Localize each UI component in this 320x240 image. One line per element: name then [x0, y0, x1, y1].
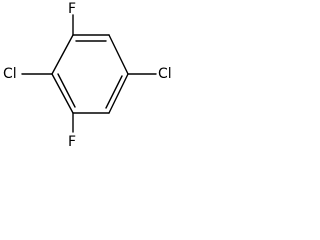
- atom-label-f-bottom: F: [68, 134, 76, 150]
- ring-bond-top-right: [108, 34, 129, 75]
- atom-label-f-top: F: [68, 1, 76, 17]
- ring-bond-bottom-right: [108, 73, 129, 114]
- ring-bond-bottom-left: [51, 73, 74, 114]
- atom-label-cl-right: Cl: [158, 66, 172, 82]
- ring-bond-top-left: [51, 34, 74, 75]
- molecule-structure: F Cl Cl F: [3, 1, 172, 150]
- double-bond-inner-bottom-right: [105, 75, 123, 109]
- benzene-ring: [51, 34, 129, 114]
- double-bond-inner-left: [57, 73, 76, 108]
- atom-label-cl-left: Cl: [3, 66, 17, 82]
